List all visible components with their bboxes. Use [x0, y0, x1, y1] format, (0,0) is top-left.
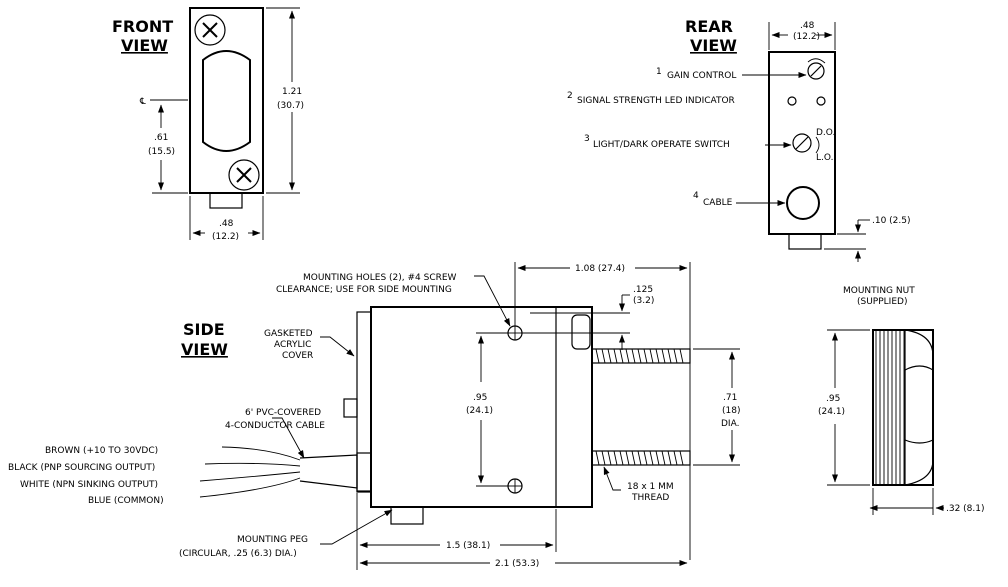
wire-label-blue: BLUE (COMMON) [88, 496, 164, 506]
side-dim-thread-dia-label: DIA. [721, 419, 739, 429]
side-feature [343, 398, 358, 418]
front-dim-width: .48 [219, 219, 234, 229]
centerline-symbol: ℄ [139, 97, 146, 107]
side-dim-thread-dia: .71 [723, 393, 737, 403]
wire-label-black: BLACK (PNP SOURCING OUTPUT) [8, 463, 155, 473]
callout-2-num: 2 [567, 91, 573, 101]
wire-label-white: WHITE (NPN SINKING OUTPUT) [20, 480, 158, 490]
mounting-holes-label-1: MOUNTING HOLES (2), #4 SCREW [303, 273, 457, 283]
nut-body [872, 329, 934, 486]
callout-gain-control: GAIN CONTROL [667, 71, 736, 81]
side-view-title-1: SIDE [183, 320, 225, 339]
callout-3-num: 3 [584, 134, 590, 144]
side-dim-total-length: 2.1 (53.3) [495, 559, 539, 569]
rear-dim-width-mm: (12.2) [793, 32, 820, 42]
screw-icon [194, 14, 226, 46]
switch-do-label: D.O. [816, 128, 835, 138]
rear-view: REAR VIEW .48 (12.2) 1 GAIN CONTROL 2 SI… [567, 17, 911, 262]
rear-peg [788, 233, 822, 250]
nut-dim-height: .95 [826, 394, 840, 404]
front-dim-height-mm: (30.7) [277, 101, 304, 111]
screw-icon [228, 159, 260, 191]
wire-black [204, 462, 301, 467]
front-view-title-2: VIEW [121, 36, 168, 55]
rear-dim-peg: .10 (2.5) [872, 216, 911, 226]
peg-label-2: (CIRCULAR, .25 (6.3) DIA.) [179, 549, 297, 559]
wire-white [199, 471, 301, 482]
nut-title-2: (SUPPLIED) [857, 297, 907, 307]
gasket-label-1: GASKETED [264, 329, 313, 339]
side-dim-hole-offset: .125 [633, 285, 653, 295]
nut-dim-width: .32 (8.1) [946, 504, 985, 514]
cable-outlet-icon [786, 186, 820, 220]
front-lens-window [202, 50, 251, 152]
callout-signal-led: SIGNAL STRENGTH LED INDICATOR [577, 96, 735, 106]
led-indicator-icon [816, 96, 826, 106]
side-housing [370, 306, 593, 508]
cable-label-2: 4-CONDUCTOR CABLE [225, 421, 325, 431]
rear-dim-width: .48 [800, 21, 815, 31]
operate-switch-icon [792, 133, 820, 154]
wire-brown [221, 446, 301, 461]
front-dim-width-mm: (12.2) [212, 232, 239, 242]
wire-label-brown: BROWN (+10 TO 30VDC) [45, 446, 158, 456]
rear-view-title-1: REAR [685, 17, 733, 36]
thread-label-1: 18 x 1 MM [627, 482, 674, 492]
side-dim-thread-dia-mm: (18) [722, 406, 740, 416]
side-dim-body-length: 1.08 (27.4) [575, 264, 625, 274]
front-view: FRONT VIEW ℄ .61 (15.5) 1.21 (30.7) [112, 7, 304, 242]
front-peg [209, 192, 243, 209]
front-dim-center-mm: (15.5) [148, 147, 175, 157]
mounting-nut: MOUNTING NUT (SUPPLIED) .95 (24.1) .32 (… [818, 286, 985, 515]
side-dim-hole-offset-mm: (3.2) [633, 296, 654, 306]
nut-title-1: MOUNTING NUT [843, 286, 915, 296]
side-tab [571, 314, 591, 350]
gain-control-knob-icon [807, 58, 826, 80]
front-dim-center: .61 [154, 133, 168, 143]
cable-jacket [299, 454, 358, 489]
side-dim-peg-length: 1.5 (38.1) [446, 541, 490, 551]
front-housing [189, 7, 264, 194]
mounting-holes-label-2: CLEARANCE; USE FOR SIDE MOUNTING [276, 285, 452, 295]
callout-4-num: 4 [693, 191, 699, 201]
side-dim-hole-spacing-mm: (24.1) [466, 406, 493, 416]
cable-label-1: 6' PVC-COVERED [245, 408, 321, 418]
thread-label-2: THREAD [631, 493, 669, 503]
front-view-title-1: FRONT [112, 17, 173, 36]
rear-view-title-2: VIEW [690, 36, 737, 55]
mounting-hole-icon [507, 325, 523, 341]
nut-dim-height-mm: (24.1) [818, 407, 845, 417]
side-dim-hole-spacing: .95 [473, 393, 487, 403]
gasket-label-2: ACRYLIC [274, 340, 311, 350]
gasket-label-3: COVER [282, 351, 313, 361]
side-peg [390, 506, 424, 525]
callout-cable: CABLE [703, 198, 733, 208]
side-view: SIDE VIEW MOUNTING HOLES (2), #4 SCREW C… [8, 262, 740, 570]
callout-operate-switch: LIGHT/DARK OPERATE SWITCH [593, 140, 730, 150]
led-indicator-icon [787, 96, 797, 106]
peg-label-1: MOUNTING PEG [237, 535, 308, 545]
front-dim-height: 1.21 [282, 87, 302, 97]
side-view-title-2: VIEW [181, 340, 228, 359]
mounting-hole-icon [507, 478, 523, 494]
callout-1-num: 1 [656, 67, 662, 77]
threaded-barrel [591, 348, 691, 466]
wire-blue [199, 477, 301, 498]
acrylic-cover [356, 311, 372, 493]
switch-lo-label: L.O. [816, 153, 833, 163]
